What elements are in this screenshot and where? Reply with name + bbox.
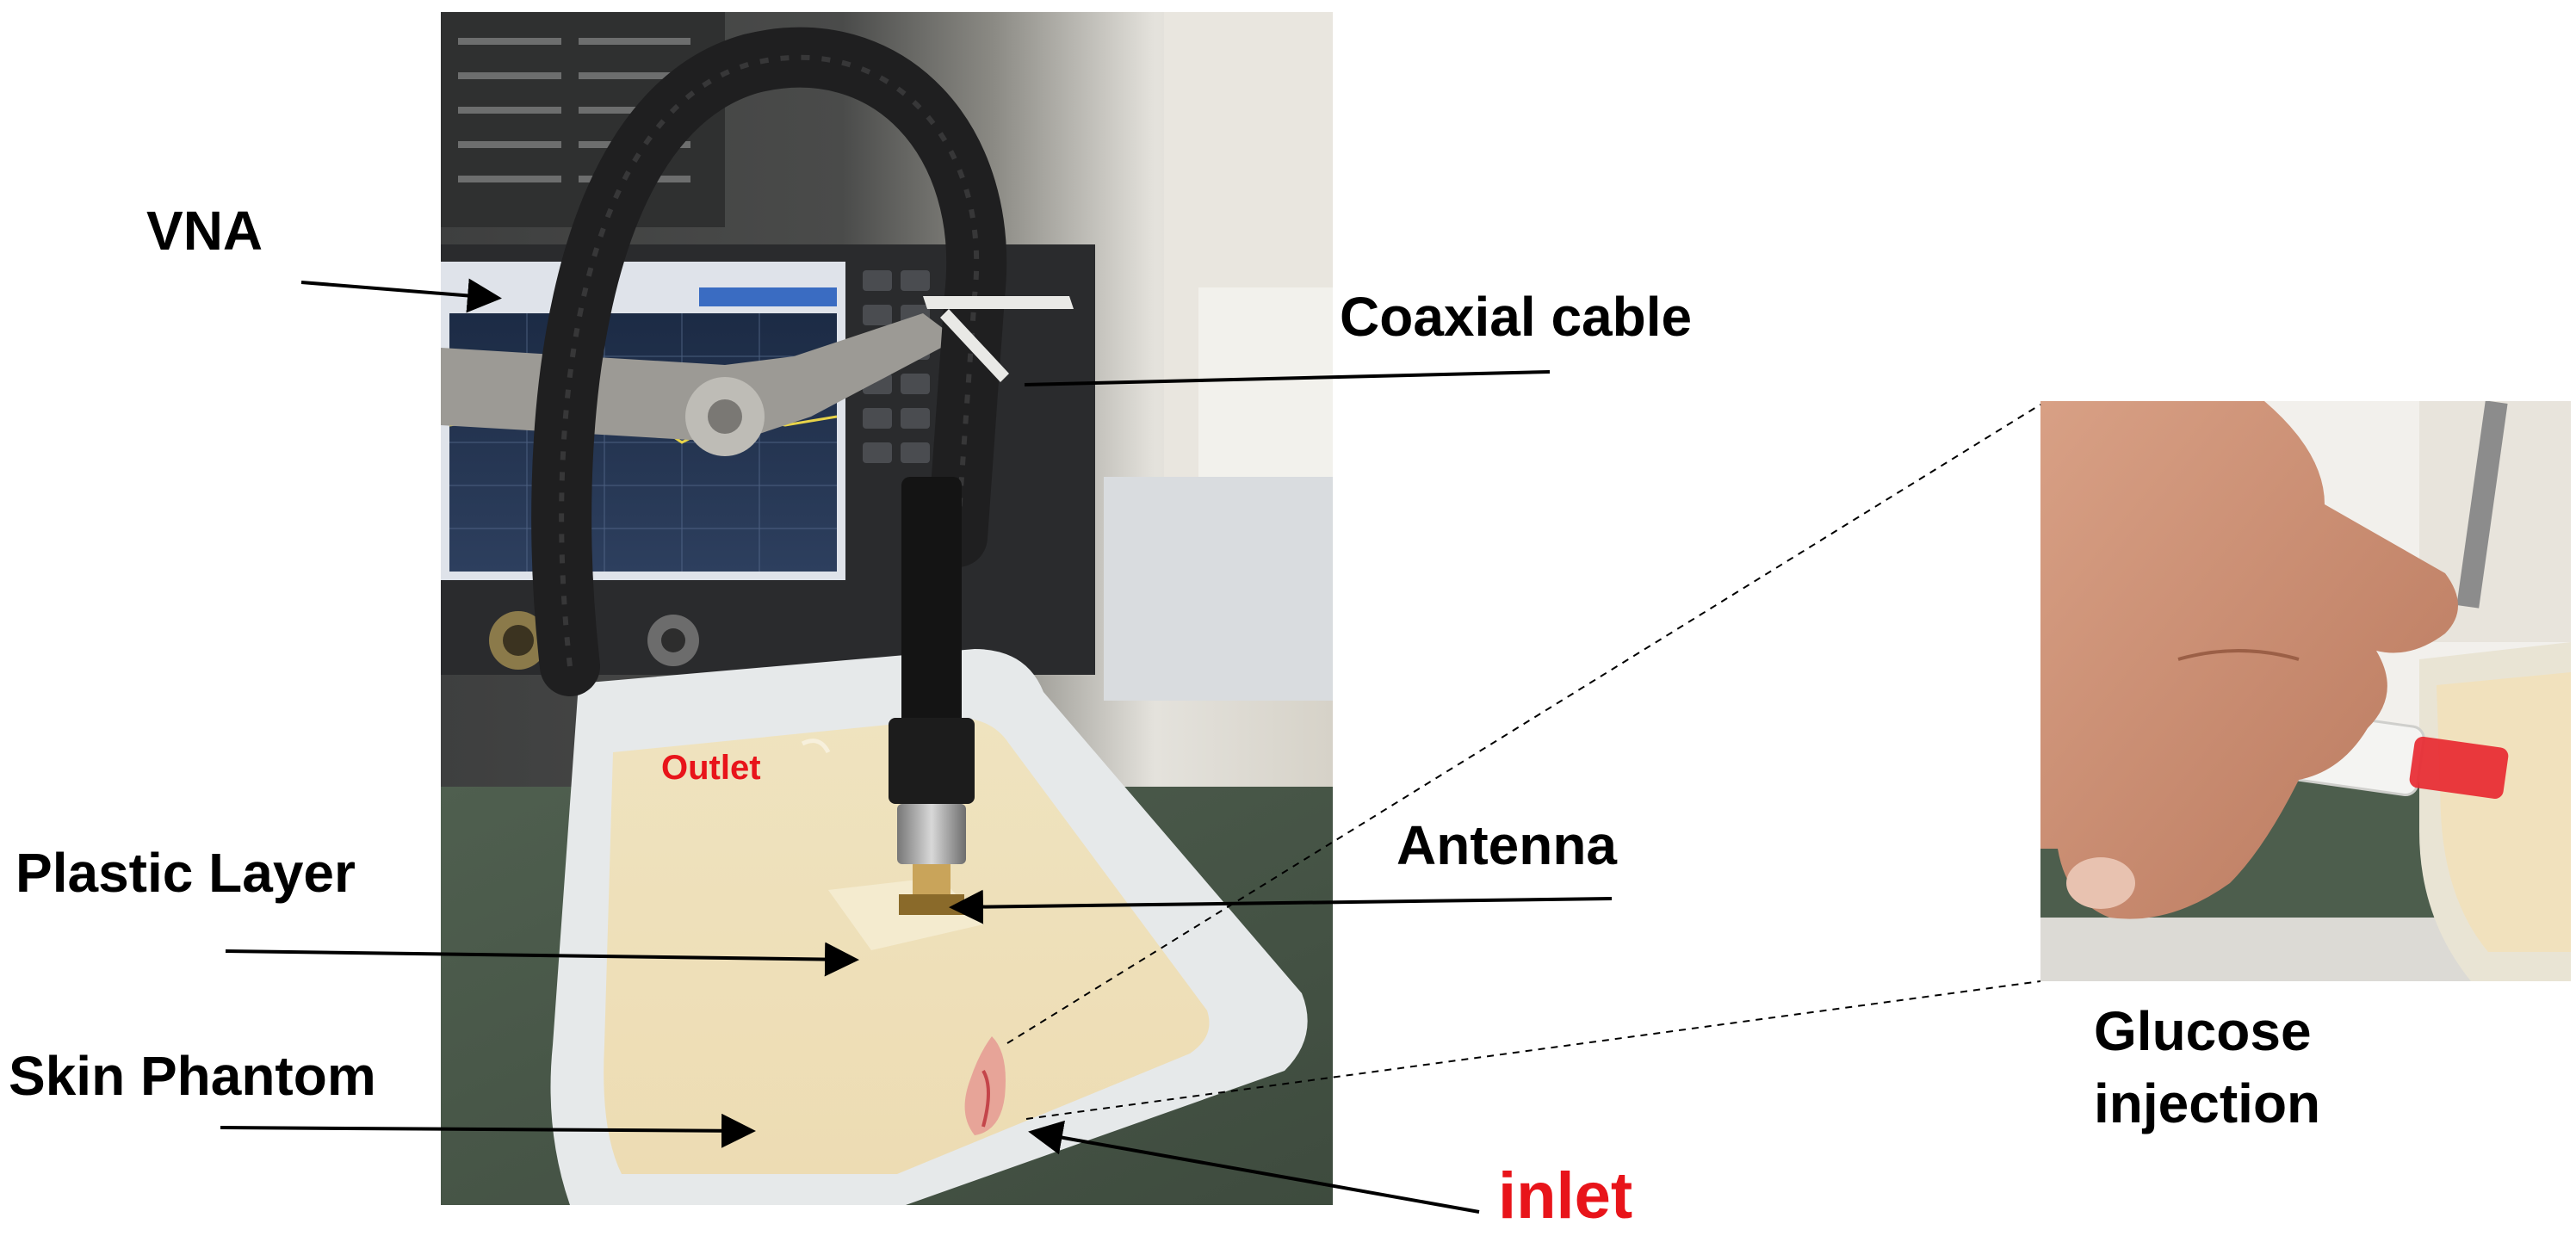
vna-arrow: [300, 278, 502, 313]
plastic-layer-label: Plastic Layer: [15, 842, 356, 904]
antenna-arrow: [949, 889, 1613, 924]
zoom-line-upper: [1006, 404, 2041, 1044]
outlet-label: Outlet: [661, 749, 761, 787]
antenna-label: Antenna: [1396, 814, 1617, 876]
coaxial-cable-label: Coaxial cable: [1340, 286, 1693, 348]
vna-label: VNA: [146, 200, 263, 262]
inlet-arrow: [1028, 1120, 1480, 1214]
zoom-line-lower: [1025, 980, 2041, 1120]
plastic-layer-arrow: [225, 942, 859, 977]
setup-photo: [441, 12, 1333, 1205]
injection-photo: [2040, 401, 2571, 981]
skin-phantom-arrow: [220, 1113, 756, 1148]
glucose-injection-label-line1: Glucose: [2094, 1000, 2312, 1062]
glucose-injection-label-line2: injection: [2094, 1072, 2321, 1134]
skin-phantom-label: Skin Phantom: [9, 1045, 376, 1107]
inlet-label: inlet: [1498, 1159, 1633, 1233]
coaxial-cable-arrow: [1024, 370, 1551, 386]
